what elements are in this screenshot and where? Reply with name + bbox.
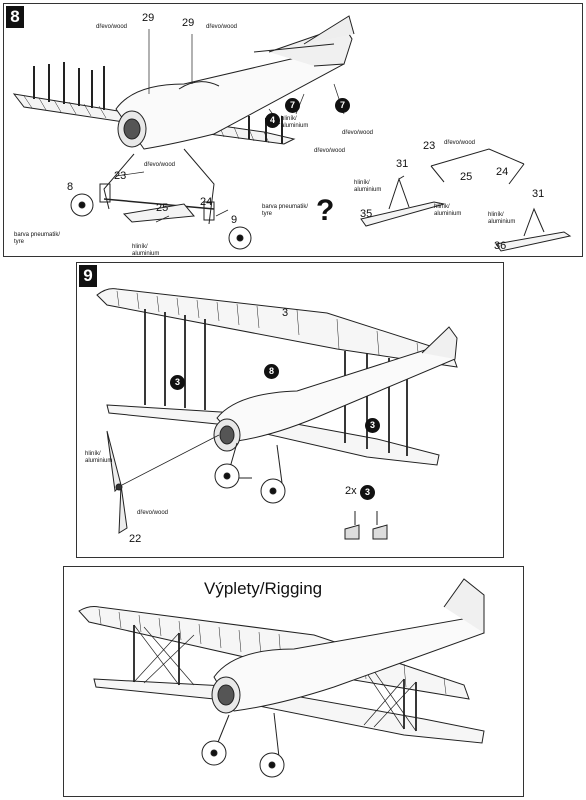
part-25-a: 25	[156, 202, 169, 214]
callout-3-detail: 3	[360, 485, 375, 500]
label-alu-4: hliník/aluminium	[434, 204, 462, 217]
callout-7-a: 7	[285, 98, 300, 113]
label-wood-1: dřevo/wood	[96, 24, 128, 30]
label-alu-5: hliník/aluminium	[488, 212, 516, 225]
rigging-drawing	[78, 578, 485, 778]
part-31-a: 31	[396, 158, 409, 170]
label-tyre-2: barva pneumatik/tyre	[262, 204, 309, 217]
callout-8: 8	[264, 364, 279, 379]
rigging-title: Výplety/Rigging	[204, 579, 323, 598]
part-23-b: 23	[423, 140, 436, 152]
question-mark: ?	[316, 194, 335, 227]
label-wood-6: dřevo/wood	[444, 140, 476, 146]
part-8: 8	[67, 181, 74, 193]
part-24-a: 24	[200, 196, 213, 208]
part-9: 9	[231, 214, 238, 226]
part-29-b: 29	[182, 17, 195, 29]
callout-4: 4	[265, 113, 280, 128]
label-alu: hliník/aluminium	[85, 451, 113, 464]
label-alu-2: hliník/aluminium	[132, 244, 160, 257]
part-2x: 2x	[345, 485, 357, 497]
part-31-b: 31	[532, 188, 545, 200]
label-wood-4: dřevo/wood	[314, 148, 346, 154]
part-36: 36	[494, 240, 507, 252]
callout-3-left: 3	[170, 375, 185, 390]
part-22: 22	[129, 533, 142, 545]
step-9-drawing	[96, 288, 458, 540]
label-alu-3: hliník/aluminium	[354, 180, 382, 193]
label-wood: dřevo/wood	[137, 510, 169, 516]
label-wood-2: dřevo/wood	[206, 24, 238, 30]
label-wood-5: dřevo/wood	[144, 162, 176, 168]
rigging-panel: Výplety/Rigging	[63, 566, 524, 797]
label-wood-3: dřevo/wood	[342, 130, 374, 136]
part-24-b: 24	[496, 166, 509, 178]
step-8-panel: 8	[3, 3, 583, 257]
part-35: 35	[360, 208, 373, 220]
part-25-b: 25	[460, 171, 473, 183]
step-9-badge: 9	[79, 265, 97, 287]
callout-7-b: 7	[335, 98, 350, 113]
part-3-wing: 3	[282, 307, 289, 319]
callout-3-right: 3	[365, 418, 380, 433]
step-9-panel: 9	[76, 262, 504, 558]
part-23-a: 23	[114, 170, 127, 182]
step-8-drawing	[12, 15, 572, 252]
label-tyre-1: barva pneumatik/tyre	[14, 232, 61, 245]
part-29-a: 29	[142, 12, 155, 24]
step-8-badge: 8	[6, 6, 24, 28]
label-alu-1: hliník/aluminium	[281, 116, 309, 129]
